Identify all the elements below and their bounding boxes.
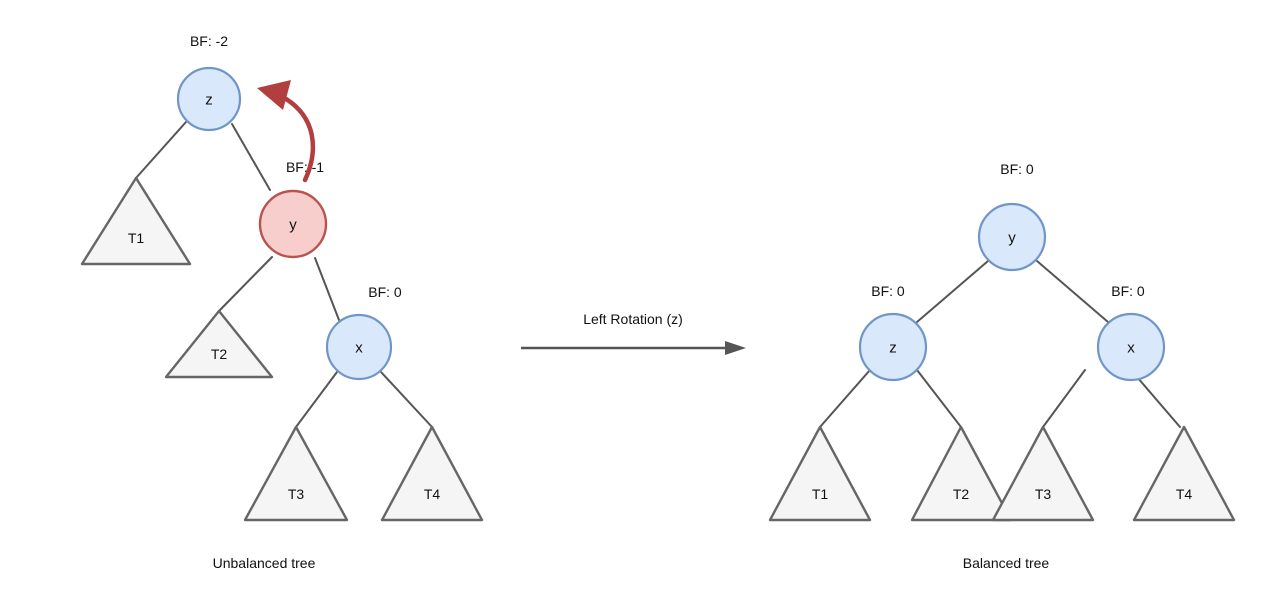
subtree-triangle-T2 <box>164 309 274 379</box>
rotation-arrow-head-icon <box>257 80 291 110</box>
edge-x-to-T4 <box>380 371 433 428</box>
node-z-unbalanced-bf: BF: -2 <box>190 33 228 49</box>
subtree-label-T2-balanced: T2 <box>953 486 970 502</box>
edge-x-to-T3 <box>295 371 338 428</box>
subtree-triangle-T1-balanced <box>768 425 872 522</box>
right-tree-group: T1 T2 T3 T4 y BF: 0 z BF: 0 x BF: 0 Bala… <box>768 161 1236 571</box>
subtree-triangle-T3-balanced <box>991 425 1095 522</box>
subtree-label-T2: T2 <box>211 346 228 362</box>
left-tree-caption: Unbalanced tree <box>213 555 316 571</box>
subtree-triangle-T1 <box>80 176 192 266</box>
operation-arrow-head-icon <box>725 341 746 355</box>
edge-y-to-x <box>314 257 340 321</box>
subtree-label-T3: T3 <box>288 486 305 502</box>
subtree-triangle-T2-balanced <box>910 425 1013 522</box>
edge-z-to-y <box>231 123 271 191</box>
node-z-unbalanced-label: z <box>205 92 213 109</box>
edge-z-to-T2 <box>916 369 962 428</box>
node-y-unbalanced-label: y <box>289 217 297 234</box>
subtree-label-T4-balanced: T4 <box>1176 486 1193 502</box>
rotation-curve-arrow <box>278 93 316 183</box>
node-y-unbalanced[interactable] <box>258 189 328 259</box>
edge-y-to-T2 <box>218 256 273 312</box>
node-x-balanced-label: x <box>1127 340 1135 357</box>
subtree-triangle-T4-balanced <box>1132 425 1236 522</box>
edge-z-to-T1 <box>135 121 187 179</box>
operation-group: Left Rotation (z) <box>521 311 746 355</box>
node-y-balanced[interactable] <box>977 202 1047 272</box>
node-x-unbalanced[interactable] <box>325 313 393 381</box>
left-tree-group: T1 T2 T3 T4 z BF: -2 y BF: -1 x BF: 0 Un… <box>80 33 484 571</box>
subtree-label-T1-balanced: T1 <box>812 486 829 502</box>
node-y-balanced-label: y <box>1008 230 1016 247</box>
node-z-balanced-bf: BF: 0 <box>871 283 905 299</box>
node-x-balanced[interactable] <box>1096 312 1166 382</box>
subtree-label-T1: T1 <box>128 230 145 246</box>
edge-z-to-T1 <box>819 369 871 428</box>
subtree-label-T4: T4 <box>424 486 441 502</box>
edge-y-to-x <box>1036 260 1109 323</box>
subtree-label-T3-balanced: T3 <box>1035 486 1052 502</box>
right-tree-caption: Balanced tree <box>963 555 1050 571</box>
node-z-unbalanced[interactable] <box>176 66 242 132</box>
node-z-balanced[interactable] <box>858 312 928 382</box>
node-y-balanced-bf: BF: 0 <box>1000 161 1034 177</box>
subtree-triangle-T4 <box>380 425 484 522</box>
edge-y-to-z <box>916 260 989 323</box>
edge-x-to-T3 <box>1042 369 1086 428</box>
operation-label: Left Rotation (z) <box>583 311 683 327</box>
node-x-unbalanced-bf: BF: 0 <box>368 284 402 300</box>
node-y-unbalanced-bf: BF: -1 <box>286 159 324 175</box>
node-z-balanced-label: z <box>889 340 897 357</box>
node-x-unbalanced-label: x <box>355 340 363 357</box>
subtree-triangle-T3 <box>243 425 349 522</box>
node-x-balanced-bf: BF: 0 <box>1111 283 1145 299</box>
